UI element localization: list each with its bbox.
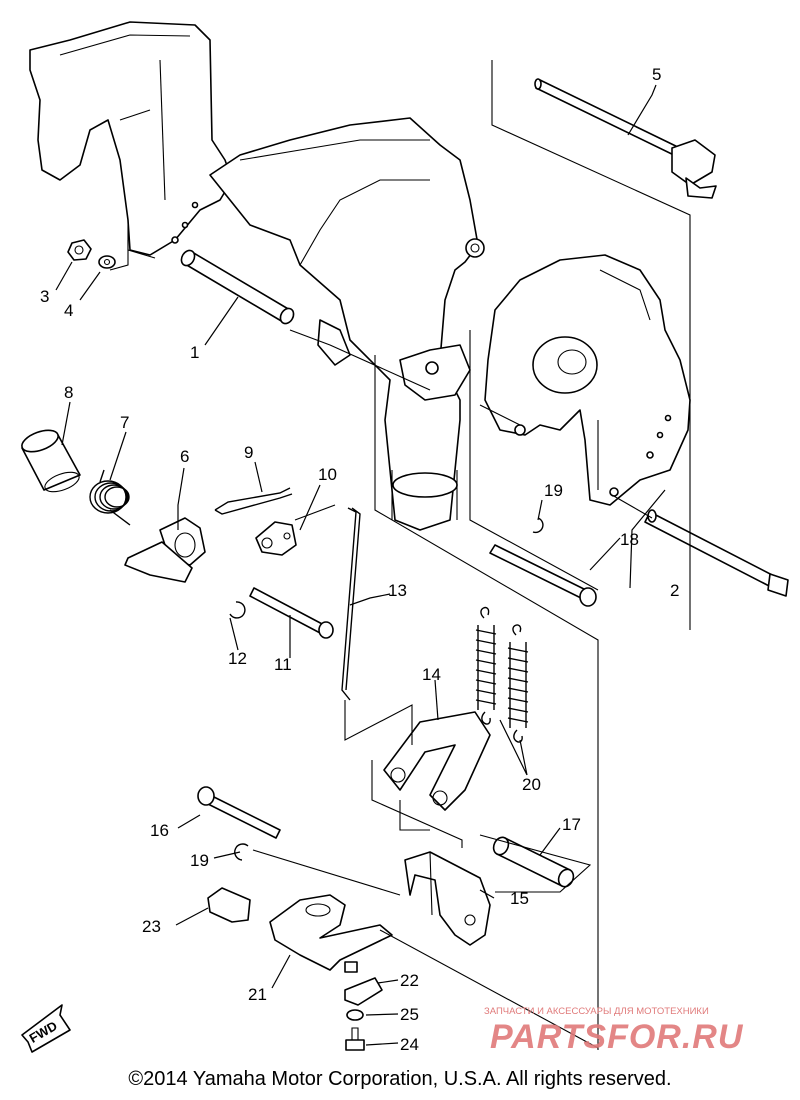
copyright-notice: ©2014 Yamaha Motor Corporation, U.S.A. A…: [128, 1068, 672, 1090]
part-9-spring-wire: [214, 487, 293, 515]
left-clamp-bracket: [29, 21, 233, 259]
label-part-18: 18: [620, 530, 639, 549]
label-part-2: 2: [670, 581, 679, 600]
part-20-springs: [475, 606, 529, 743]
label-part-11: 11: [274, 655, 292, 674]
part-22-clamp: [344, 961, 383, 1006]
part-23-block: [207, 887, 251, 923]
part-19-clip-lower: [234, 843, 249, 861]
assembly-lines: [109, 60, 691, 1050]
label-part-13: 13: [388, 581, 407, 600]
label-part-20: 20: [522, 775, 541, 794]
part-11-pin: [249, 587, 334, 639]
label-part-17: 17: [562, 815, 581, 834]
label-part-10: 10: [318, 465, 337, 484]
part-14-yoke: [383, 711, 491, 811]
label-part-23: 23: [142, 917, 161, 936]
label-part-12: 12: [228, 649, 247, 668]
part-19-clip-upper: [532, 517, 544, 534]
label-part-6: 6: [180, 447, 189, 466]
leader-lines: [55, 84, 666, 1046]
fwd-arrow: FWD: [21, 1004, 71, 1053]
label-part-14: 14: [422, 665, 441, 684]
label-part-9: 9: [244, 443, 253, 462]
part-10-link: [255, 521, 297, 556]
part-1-collar: [180, 249, 295, 325]
right-clamp-bracket: [484, 254, 691, 506]
watermark-tagline: ЗАПЧАСТИ И АКСЕССУАРЫ ДЛЯ МОТОТЕХНИКИ: [484, 1006, 709, 1017]
part-3-nut: [67, 239, 92, 261]
part-25-washer: [346, 1009, 364, 1021]
part-7-torsion-spring: [89, 469, 131, 526]
part-2-bolt: [644, 509, 789, 597]
part-6-tilt-lever: [124, 517, 206, 583]
label-part-15: 15: [510, 889, 529, 908]
part-21-arm: [269, 894, 393, 971]
label-part-3: 3: [40, 287, 49, 306]
part-5-rod: [534, 78, 717, 199]
part-18-bolt: [489, 544, 597, 607]
label-part-8: 8: [64, 383, 73, 402]
label-part-25: 25: [400, 1005, 419, 1024]
label-part-1: 1: [190, 343, 199, 362]
part-labels: 1 2 3 4 5 6 7 8 9 10 11 12 13 14 15 16 1…: [40, 65, 679, 1054]
label-part-4: 4: [64, 301, 73, 320]
label-part-19-upper: 19: [544, 481, 563, 500]
swivel-bracket: [209, 117, 485, 531]
label-part-7: 7: [120, 413, 129, 432]
part-16-bolt: [197, 786, 281, 839]
label-part-21: 21: [248, 985, 267, 1004]
part-15-bracket: [404, 851, 491, 946]
label-part-16: 16: [150, 821, 169, 840]
part-13-rod: [341, 507, 361, 701]
label-part-22: 22: [400, 971, 419, 990]
watermark-logo: PARTSFOR.RU: [490, 1018, 744, 1056]
label-part-24: 24: [400, 1035, 419, 1054]
part-4-washer: [98, 255, 116, 269]
label-part-19-lower: 19: [190, 851, 209, 870]
part-17-sleeve: [492, 836, 575, 888]
part-8-bushing: [21, 429, 81, 493]
part-12-clip: [229, 601, 246, 619]
label-part-5: 5: [652, 65, 661, 84]
part-24-bolt: [345, 1027, 365, 1051]
